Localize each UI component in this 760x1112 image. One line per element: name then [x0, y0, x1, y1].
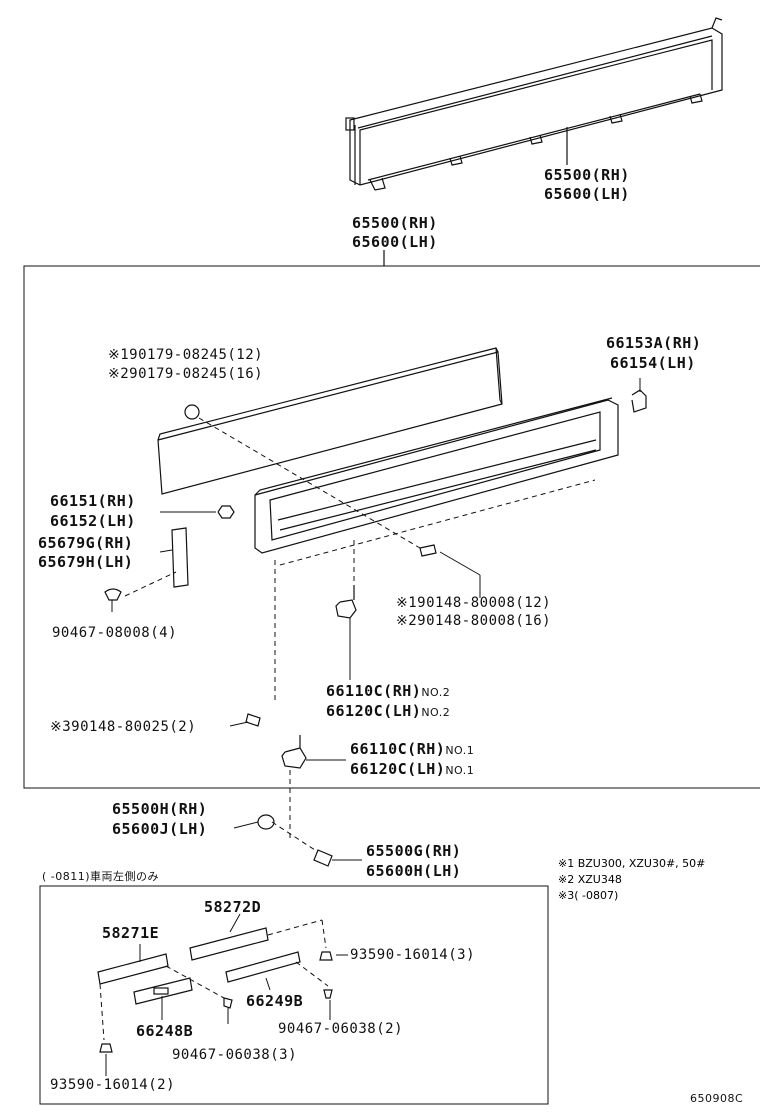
plate-65679g	[171, 527, 189, 588]
bolt-90179	[184, 404, 200, 420]
hinge-66151	[217, 505, 235, 519]
hinge-rh-label: 66151(RH)	[50, 492, 136, 510]
hook1-rh-label: 66110C(RH)NO.1	[350, 740, 474, 760]
bracket-66153a	[631, 389, 647, 413]
box-part-rh-label: 65500(RH)	[352, 214, 438, 232]
rivet2-label: ※290148-80008(16)	[396, 613, 552, 629]
plate-rh-label: 65679G(RH)	[38, 534, 134, 552]
rivet1-label: ※190148-80008(12)	[396, 595, 552, 611]
notes: ※1 BZU300, XZU30#, 50# ※2 XZU348 ※3( -08…	[558, 856, 705, 904]
screw-a-label: 90467-06038(2)	[278, 1021, 404, 1037]
hook2-lh-label: 66120C(LH)NO.2	[326, 702, 450, 722]
bolt2-label: ※290179-08245(16)	[108, 366, 264, 382]
cap-rh-label: 65500H(RH)	[112, 800, 208, 818]
hook1-lh-label: 66120C(LH)NO.1	[350, 760, 474, 780]
part-58271e-label: 58271E	[102, 924, 160, 942]
hook2-lh-no: NO.2	[421, 706, 451, 719]
clip-b-label: 93590-16014(2)	[50, 1077, 176, 1093]
hook1-rh-no: NO.1	[445, 744, 475, 757]
sub-box	[39, 885, 549, 1105]
sub-dashed	[99, 919, 329, 1041]
hook2-lh-text: 66120C(LH)	[326, 702, 422, 720]
cap-65500h	[257, 814, 275, 830]
frame	[254, 397, 619, 554]
panel-board	[157, 347, 503, 495]
pin-rh-label: 65500G(RH)	[366, 842, 462, 860]
screw-label: 90467-08008(4)	[52, 625, 178, 641]
hook1-rh-text: 66110C(RH)	[350, 740, 446, 758]
part-58272d-label: 58272D	[204, 898, 262, 916]
pin-65500g	[313, 849, 333, 867]
hook2-rh-label: 66110C(RH)NO.2	[326, 682, 450, 702]
rivet-90148-80008	[419, 544, 437, 557]
note-1: ※1 BZU300, XZU30#, 50#	[558, 857, 706, 870]
rivet3-label: ※390148-80025(2)	[50, 719, 197, 735]
screw-90467-08008	[104, 588, 122, 601]
hook1-lh-no: NO.1	[445, 764, 475, 777]
sub-parts	[97, 927, 333, 1053]
rivet-90148-80025	[245, 713, 261, 727]
clip-a-label: 93590-16014(3)	[350, 947, 476, 963]
sub-header: ( -0811)車両左側のみ	[42, 870, 160, 883]
plate-lh-label: 65679H(LH)	[38, 553, 134, 571]
top-panel-drawing	[345, 17, 723, 191]
top-part-lh-label: 65600(LH)	[544, 185, 630, 203]
hook-no2	[335, 599, 357, 619]
hook2-rh-no: NO.2	[421, 686, 451, 699]
part-66248b-label: 66248B	[136, 1022, 194, 1040]
solid-leaders	[111, 378, 641, 861]
hook2-rh-text: 66110C(RH)	[326, 682, 422, 700]
main-box	[23, 265, 760, 789]
bolt1-label: ※190179-08245(12)	[108, 347, 264, 363]
bracket-lh-label: 66154(LH)	[610, 354, 696, 372]
diagram-code: 650908C	[690, 1092, 744, 1105]
bracket-rh-label: 66153A(RH)	[606, 334, 702, 352]
pin-lh-label: 65600H(LH)	[366, 862, 462, 880]
part-66249b-label: 66249B	[246, 992, 304, 1010]
box-part-lh-label: 65600(LH)	[352, 233, 438, 251]
dashed-leaders	[124, 417, 596, 853]
top-part-rh-label: 65500(RH)	[544, 166, 630, 184]
hook-no1	[281, 747, 307, 769]
note-3: ※3( -0807)	[558, 889, 619, 902]
hinge-lh-label: 66152(LH)	[50, 512, 136, 530]
cap-lh-label: 65600J(LH)	[112, 820, 208, 838]
hook1-lh-text: 66120C(LH)	[350, 760, 446, 778]
note-2: ※2 XZU348	[558, 873, 622, 886]
screw-b-label: 90467-06038(3)	[172, 1047, 298, 1063]
